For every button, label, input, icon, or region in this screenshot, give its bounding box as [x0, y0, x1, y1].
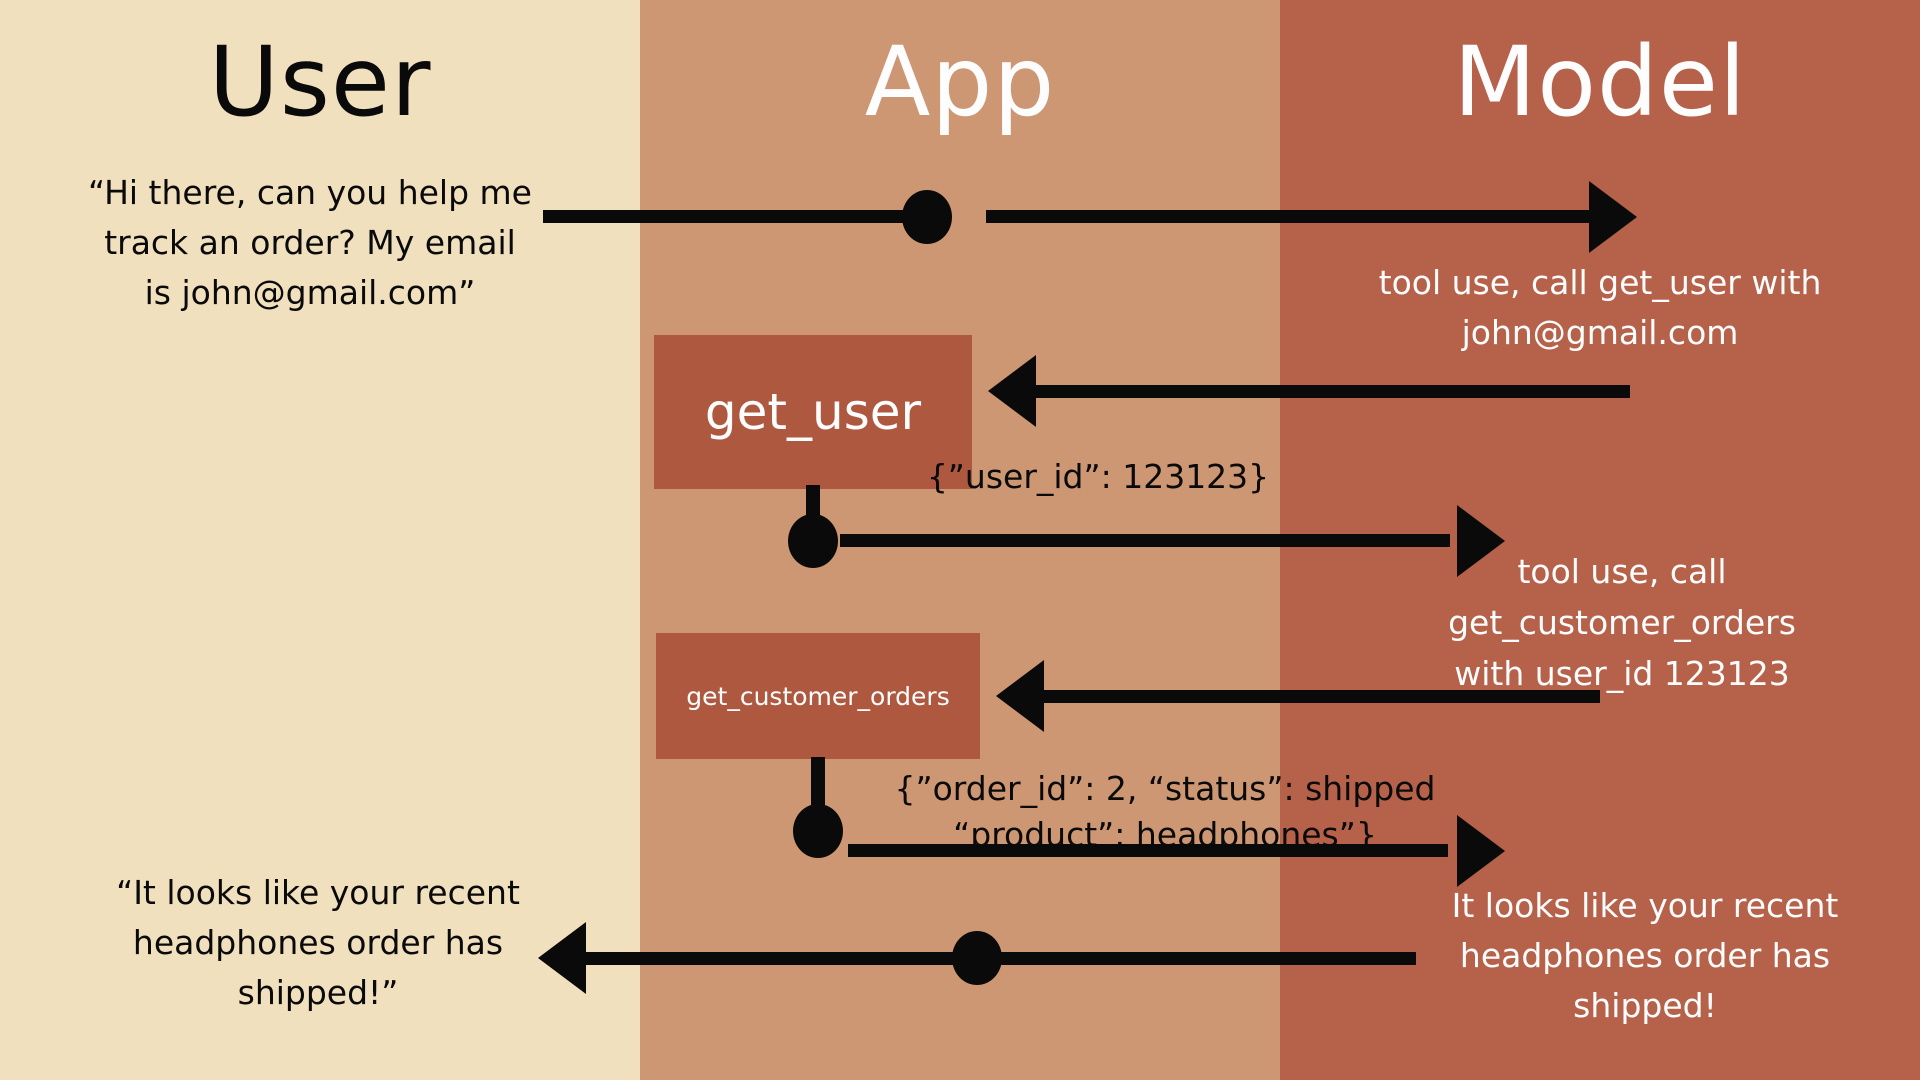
- user-request-line-1: “Hi there, can you help me: [87, 173, 532, 212]
- model-tool-call-1-line-2: john@gmail.com: [1461, 313, 1739, 352]
- junction-dot-icon: [952, 931, 1002, 985]
- tool-box-get-user-label: get_user: [704, 383, 922, 441]
- arrow-line: [1036, 385, 1630, 398]
- arrowhead-left-icon: [538, 922, 586, 994]
- tool-box-get-customer-orders-label: get_customer_orders: [686, 681, 950, 711]
- arrowhead-left-icon: [996, 660, 1044, 732]
- tool-result-2-line-1: {”order_id”: 2, “status”: shipped: [894, 769, 1436, 808]
- user-facing-response-line-3: shipped!”: [237, 973, 399, 1012]
- junction-dot-icon: [902, 190, 952, 244]
- model-response-line-1: It looks like your recent: [1451, 886, 1839, 925]
- user-lane-background: [0, 0, 640, 1080]
- model-response-line-3: shipped!: [1573, 986, 1717, 1025]
- user-facing-response-line-2: headphones order has: [132, 923, 504, 962]
- model-tool-call-2-line-1: tool use, call: [1517, 552, 1727, 591]
- tool-box-get-user: get_user: [654, 335, 972, 489]
- arrow-line: [840, 534, 1450, 547]
- lane-title-user: User: [208, 26, 432, 138]
- connector-stub: [811, 757, 825, 805]
- arrowhead-right-icon: [1457, 815, 1505, 887]
- junction-dot-icon: [788, 514, 838, 568]
- user-facing-response-line-1: “It looks like your recent: [116, 873, 520, 912]
- model-response-text: It looks like your recent headphones ord…: [1395, 881, 1895, 1031]
- user-request-line-2: track an order? My email: [104, 223, 516, 262]
- model-response-line-2: headphones order has: [1459, 936, 1831, 975]
- user-request-line-3: is john@gmail.com”: [144, 273, 476, 312]
- arrow-line: [848, 844, 1448, 857]
- tool-box-get-customer-orders: get_customer_orders: [656, 633, 980, 759]
- arrowhead-left-icon: [988, 355, 1036, 427]
- model-tool-call-2-line-3: with user_id 123123: [1454, 654, 1790, 693]
- model-tool-call-1-line-1: tool use, call get_user with: [1378, 263, 1822, 302]
- arrow-line: [1044, 690, 1600, 703]
- junction-dot-icon: [793, 804, 843, 858]
- user-facing-response-text: “It looks like your recent headphones or…: [68, 868, 568, 1018]
- connector-stub: [806, 485, 820, 517]
- arrow-line: [543, 210, 903, 223]
- arrow-line: [986, 210, 1591, 223]
- user-request-text: “Hi there, can you help me track an orde…: [20, 168, 600, 318]
- model-tool-call-2-text: tool use, call get_customer_orders with …: [1372, 546, 1872, 699]
- lane-title-app: App: [864, 26, 1056, 138]
- arrowhead-right-icon: [1589, 181, 1637, 253]
- tool-result-1-text: {”user_id”: 123123}: [878, 457, 1318, 497]
- model-tool-call-2-line-2: get_customer_orders: [1448, 603, 1796, 642]
- tool-result-1-line: {”user_id”: 123123}: [926, 457, 1270, 496]
- arrowhead-right-icon: [1457, 505, 1505, 577]
- model-tool-call-1-text: tool use, call get_user with john@gmail.…: [1330, 258, 1870, 358]
- lane-title-model: Model: [1453, 26, 1747, 138]
